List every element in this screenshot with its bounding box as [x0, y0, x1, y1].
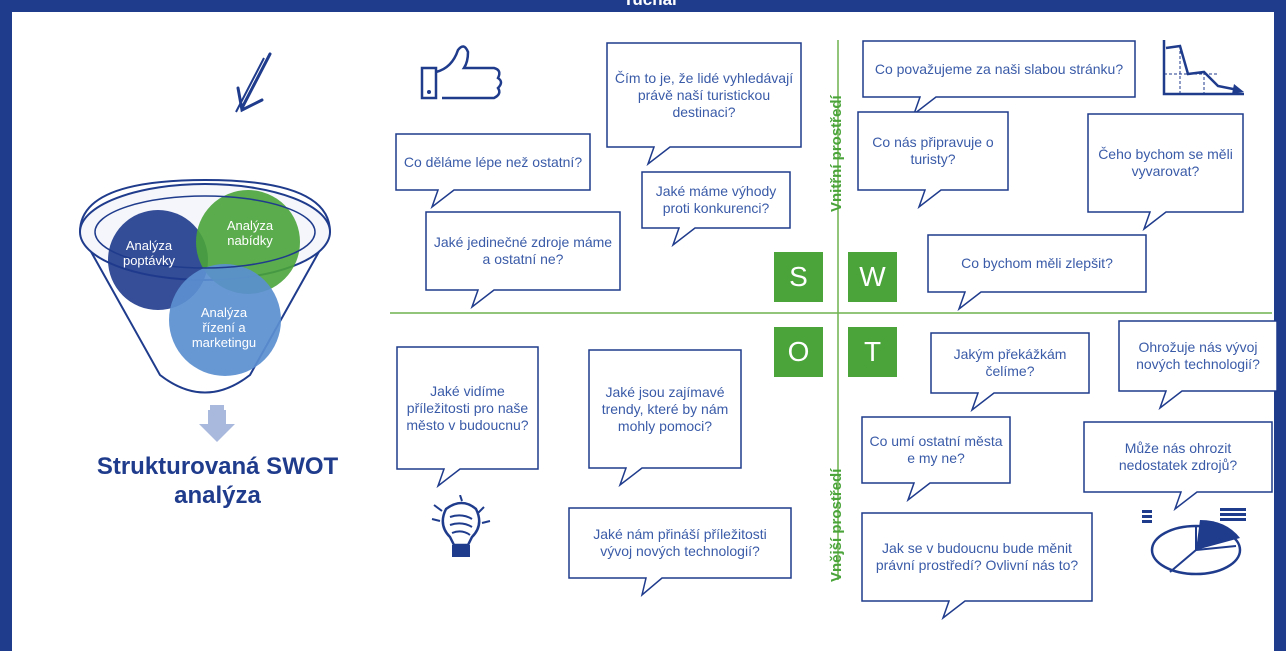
thumbs-up-icon [420, 45, 503, 100]
callout-text-s1: Co děláme lépe než ostatní? [403, 153, 583, 170]
callout-text-s3: Jaké máme výhody proti konkurenci? [655, 183, 777, 216]
callout-bubble-t2 [1118, 320, 1278, 411]
callout-text-t1: Jakým překážkám čelíme? [953, 346, 1067, 379]
result-title: Strukturovaná SWOT analýza [96, 453, 339, 509]
callout-t1: Jakým překážkám čelíme? [930, 332, 1090, 413]
callout-bubble-w2 [857, 111, 1009, 210]
callout-o2: Jaké jsou zajímavé trendy, které by nám … [588, 349, 742, 488]
callout-text-w3: Čeho bychom se měli vyvarovat? [1098, 146, 1233, 179]
callout-t3: Co umí ostatní města e my ne? [861, 416, 1011, 503]
callout-bubble-s3 [641, 171, 791, 248]
callout-w3: Čeho bychom se měli vyvarovat? [1087, 113, 1244, 232]
callout-s3: Jaké máme výhody proti konkurenci? [641, 171, 791, 248]
funnel-graphic [78, 178, 332, 410]
callout-t5: Jak se v budoucnu bude měnit právní pros… [861, 512, 1093, 621]
light-bulb-icon [431, 495, 491, 557]
pen-arrow-icon [235, 52, 272, 113]
callout-w4: Co bychom měli zlepšit? [927, 234, 1147, 312]
callout-bubble-w3 [1087, 113, 1244, 232]
callout-text-w1: Co považujeme za naši slabou stránku? [874, 60, 1124, 77]
slide-title: Tuchal [560, 0, 740, 10]
callout-text-s4: Jaké jedinečné zdroje máme a ostatní ne? [433, 234, 613, 267]
declining-chart-icon [1162, 40, 1244, 96]
callout-s4: Jaké jedinečné zdroje máme a ostatní ne? [425, 211, 621, 310]
funnel-circle-management: Analýza řízení a marketingu [191, 305, 257, 350]
swot-w: W [848, 252, 897, 302]
callout-s2: Čím to je, že lidé vyhledávají právě naš… [606, 42, 802, 167]
callout-bubble-t1 [930, 332, 1090, 413]
callout-bubble-t5 [861, 512, 1093, 621]
callout-text-o2: Jaké jsou zajímavé trendy, které by nám … [601, 383, 729, 434]
funnel-circle-demand: Analýza poptávky [122, 238, 176, 268]
funnel-circle-supply: Analýza nabídky [226, 218, 274, 248]
callout-bubble-w1 [862, 40, 1136, 117]
callout-text-t2: Ohrožuje nás vývoj nových technologií? [1136, 339, 1260, 372]
callout-text-s2: Čím to je, že lidé vyhledávají právě naš… [614, 69, 794, 120]
callout-bubble-t4 [1083, 421, 1273, 512]
callout-text-o3: Jaké nám přináší příležitosti vývoj nový… [593, 526, 767, 559]
callout-t2: Ohrožuje nás vývoj nových technologií? [1118, 320, 1278, 411]
callout-w1: Co považujeme za naši slabou stránku? [862, 40, 1136, 117]
down-arrow-icon [199, 410, 235, 442]
callout-t4: Může nás ohrozit nedostatek zdrojů? [1083, 421, 1273, 512]
pie-chart-icon [1142, 508, 1246, 576]
callout-text-t4: Může nás ohrozit nedostatek zdrojů? [1118, 440, 1238, 473]
callout-text-o1: Jaké vidíme příležitosti pro naše město … [406, 382, 529, 433]
callout-bubble-o2 [588, 349, 742, 488]
right-border [1274, 0, 1286, 651]
callout-w2: Co nás připravuje o turisty? [857, 111, 1009, 210]
callout-bubble-t3 [861, 416, 1011, 503]
callout-text-t3: Co umí ostatní města e my ne? [869, 433, 1003, 466]
axis-label-inner: Vnitřní prostředí [828, 95, 845, 212]
top-border [0, 0, 1286, 12]
swot-s: S [774, 252, 823, 302]
callout-o3: Jaké nám přináší příležitosti vývoj nový… [568, 507, 792, 598]
left-border [0, 0, 12, 651]
callout-text-w4: Co bychom měli zlepšit? [961, 255, 1113, 271]
swot-o: O [774, 327, 823, 377]
callout-bubble-o3 [568, 507, 792, 598]
callout-bubble-w4 [927, 234, 1147, 312]
callout-s1: Co děláme lépe než ostatní? [395, 133, 591, 210]
swot-t: T [848, 327, 897, 377]
callout-text-w2: Co nás připravuje o turisty? [872, 134, 994, 167]
axis-label-outer: Vnější prostředí [828, 468, 845, 582]
callout-o1: Jaké vidíme příležitosti pro naše město … [396, 346, 539, 489]
callout-text-t5: Jak se v budoucnu bude měnit právní pros… [875, 540, 1079, 573]
callout-bubble-s2 [606, 42, 802, 167]
callout-bubble-o1 [396, 346, 539, 489]
callout-bubble-s4 [425, 211, 621, 310]
callout-bubble-s1 [395, 133, 591, 210]
